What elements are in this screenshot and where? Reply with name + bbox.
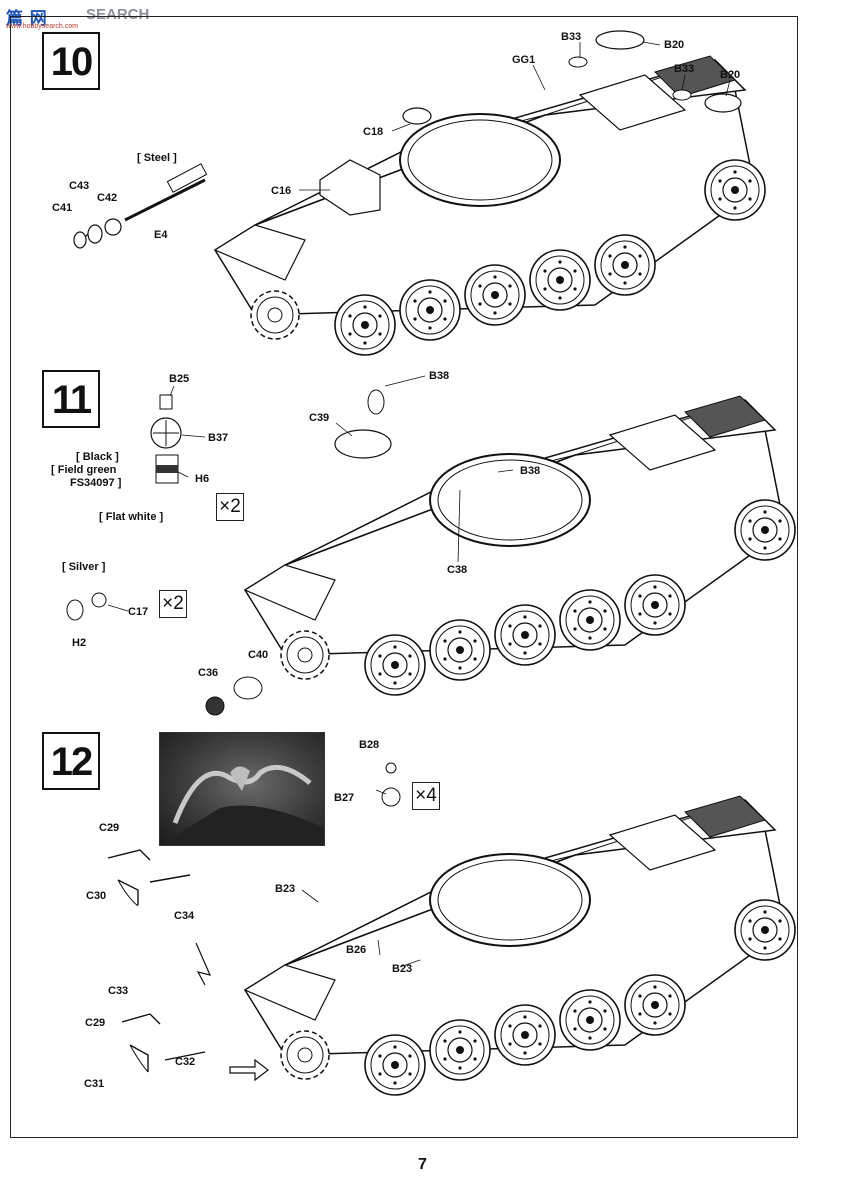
step-12-number: 12: [42, 732, 100, 790]
label-b38-top: B38: [429, 370, 450, 382]
label-c30: C30: [86, 890, 107, 902]
label-b26: B26: [346, 944, 367, 956]
label-c42: C42: [97, 192, 118, 204]
label-c17: C17: [128, 606, 149, 618]
label-field-green: [ Field green: [51, 464, 117, 476]
label-b27: B27: [334, 792, 355, 804]
label-c38: C38: [447, 564, 468, 576]
label-b23-left: B23: [275, 883, 296, 895]
label-c29-bottom: C29: [85, 1017, 106, 1029]
label-silver: [ Silver ]: [62, 561, 106, 573]
label-c40: C40: [248, 649, 269, 661]
watermark-word: SEARCH: [86, 6, 150, 23]
label-c16: C16: [271, 185, 292, 197]
label-b20-top: B20: [664, 39, 685, 51]
label-gg1: GG1: [512, 54, 536, 66]
label-e4: E4: [154, 229, 168, 241]
label-b37: B37: [208, 432, 229, 444]
label-b33-top: B33: [561, 31, 582, 43]
step-11-number: 11: [42, 370, 100, 428]
label-b33-right: B33: [674, 63, 695, 75]
label-black: [ Black ]: [76, 451, 119, 463]
multiplier-h6: ×2: [216, 493, 244, 521]
label-c29-top: C29: [99, 822, 120, 834]
label-c18: C18: [363, 126, 384, 138]
label-h6: H6: [195, 473, 210, 485]
multiplier-c17: ×2: [159, 590, 187, 618]
label-c36: C36: [198, 667, 219, 679]
label-b38-mid: B38: [520, 465, 541, 477]
label-c34: C34: [174, 910, 195, 922]
label-c39: C39: [309, 412, 330, 424]
label-c43: C43: [69, 180, 90, 192]
label-h2: H2: [72, 637, 87, 649]
label-b28: B28: [359, 739, 380, 751]
site-watermark: 篇 网 SEARCH www.hobbysearch.com: [2, 4, 172, 30]
label-b25: B25: [169, 373, 190, 385]
page-frame: [10, 16, 798, 1138]
label-flat-white: [ Flat white ]: [99, 511, 164, 523]
watermark-logo: 篇 网: [6, 9, 48, 28]
label-b20-right: B20: [720, 69, 741, 81]
label-c31: C31: [84, 1078, 105, 1090]
label-c33: C33: [108, 985, 129, 997]
label-c32: C32: [175, 1056, 196, 1068]
watermark-url: www.hobbysearch.com: [6, 23, 78, 30]
label-c41: C41: [52, 202, 73, 214]
step-10-number: 10: [42, 32, 100, 90]
multiplier-b27: ×4: [412, 782, 440, 810]
reference-photo: [159, 732, 325, 846]
label-steel: [ Steel ]: [137, 152, 177, 164]
page-number: 7: [418, 1156, 427, 1173]
label-fs34097: FS34097 ]: [70, 477, 122, 489]
label-b23-mid: B23: [392, 963, 413, 975]
